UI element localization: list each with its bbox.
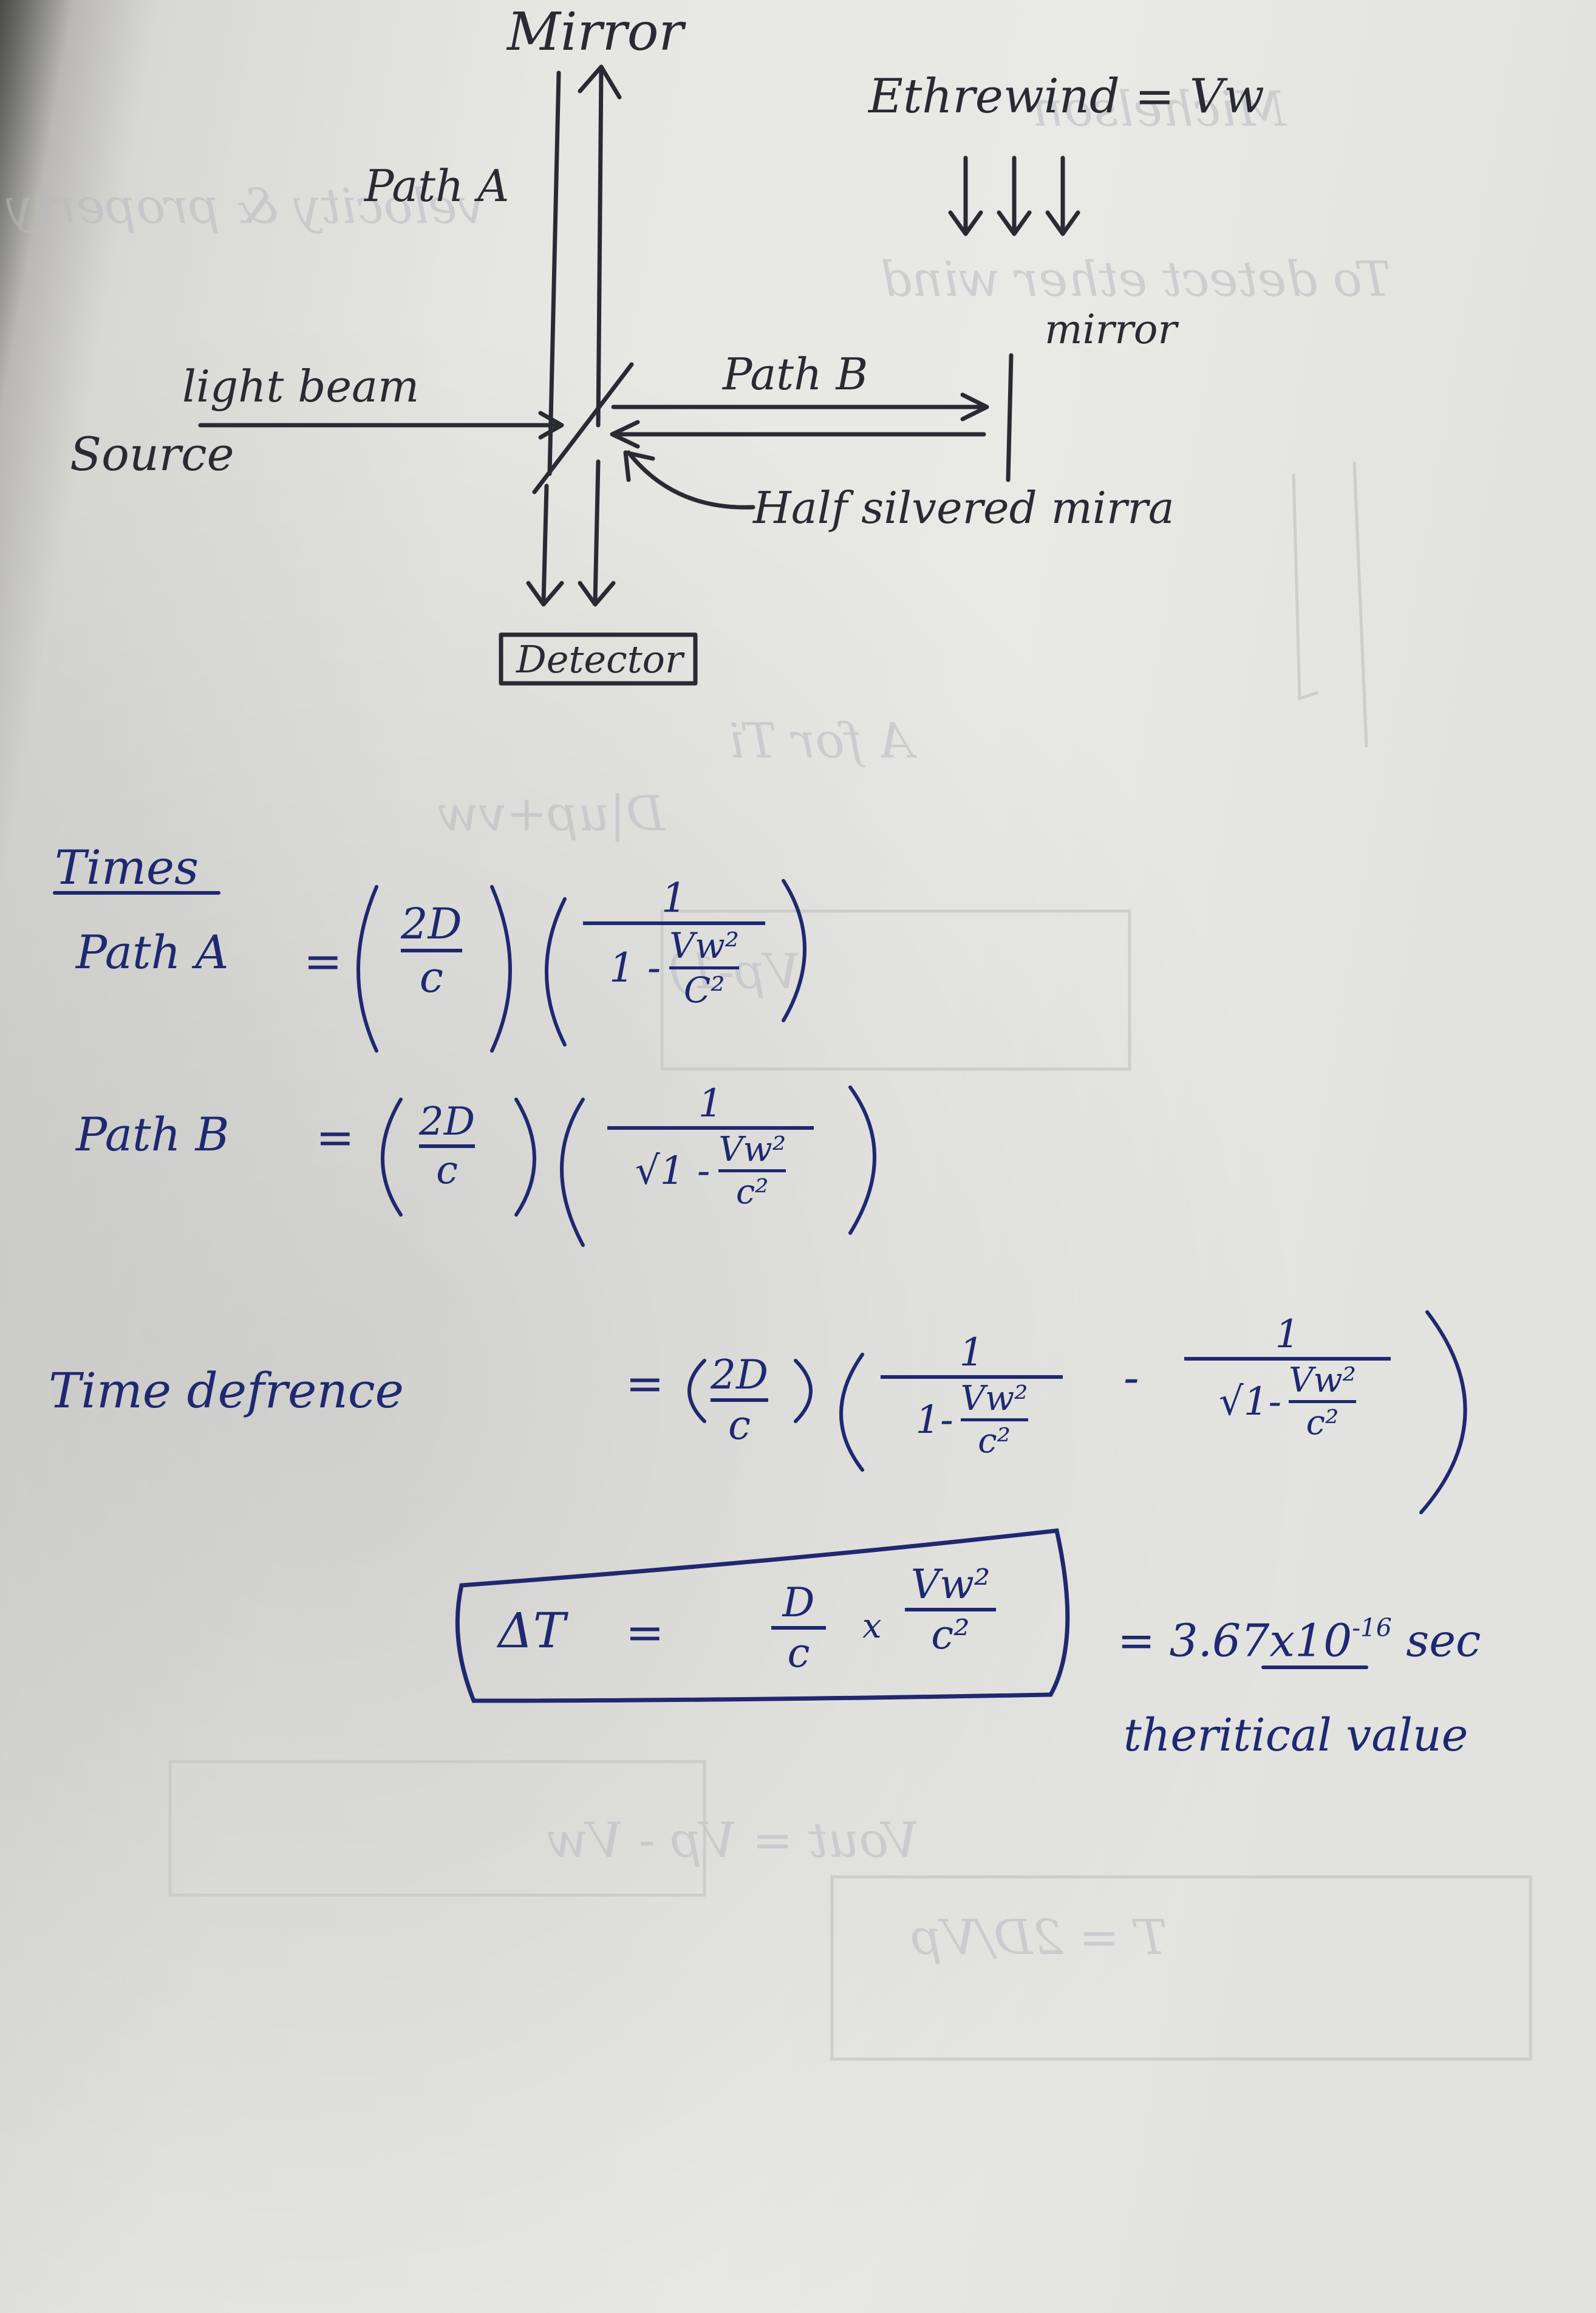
paren-right bbox=[490, 885, 512, 1053]
numerator: 1 bbox=[1275, 1312, 1300, 1357]
bleed-box bbox=[168, 1760, 706, 1897]
paren-left bbox=[356, 885, 378, 1053]
right-mirror-line bbox=[1006, 353, 1014, 482]
paren-right bbox=[514, 1098, 536, 1217]
ether-arrow-icon bbox=[1045, 210, 1080, 236]
path-a-down-beam bbox=[596, 64, 604, 428]
numeric-mantissa: = 3.67x10 bbox=[1117, 1614, 1352, 1667]
result-box bbox=[455, 1528, 1070, 1703]
bleed-box bbox=[830, 1875, 1532, 2061]
bleed-box bbox=[660, 909, 1131, 1071]
path-a-up-beam bbox=[547, 70, 561, 476]
time-difference-fraction-1: 2D c bbox=[711, 1351, 768, 1449]
denominator: C² bbox=[683, 969, 725, 1011]
paren-left bbox=[545, 897, 567, 1047]
numeric-unit: sec bbox=[1406, 1614, 1481, 1667]
mirror-top-label: Mirror bbox=[507, 2, 684, 63]
half-silvered-label: Half silvered mirra bbox=[753, 482, 1175, 533]
numerator: Vw² bbox=[960, 1379, 1028, 1418]
numerator: Vw² bbox=[1289, 1361, 1356, 1400]
time-difference-term-1: 1 1- Vw² c² bbox=[881, 1330, 1063, 1461]
path-b-label: Path B bbox=[723, 349, 868, 400]
bleed-mark bbox=[1352, 461, 1368, 748]
numerator: Vw² bbox=[910, 1561, 991, 1608]
path-b-equals: = bbox=[316, 1110, 355, 1164]
result-fraction-2: Vw² c² bbox=[905, 1561, 996, 1658]
numerator: Vw² bbox=[718, 1130, 786, 1169]
arrowhead-right-icon bbox=[960, 392, 989, 422]
mirror-right-label: mirror bbox=[1045, 306, 1178, 353]
den-prefix: √1- bbox=[1219, 1379, 1282, 1424]
result-fraction-1: D c bbox=[771, 1579, 826, 1676]
arrowhead-down-icon bbox=[526, 581, 564, 607]
numerator: 2D bbox=[711, 1351, 768, 1398]
time-difference-term-2: 1 √1- Vw² c² bbox=[1184, 1312, 1391, 1443]
beam-to-detector-right bbox=[593, 459, 601, 604]
numerator: D bbox=[782, 1579, 815, 1626]
paren-left bbox=[560, 1098, 585, 1247]
numerator: 2D bbox=[419, 1099, 476, 1144]
numerator: 1 bbox=[661, 875, 687, 921]
paren-right bbox=[1419, 1310, 1467, 1514]
half-silvered-mirror-line bbox=[532, 362, 634, 494]
result-equals: = bbox=[626, 1605, 664, 1659]
path-a-fraction-1: 2D c bbox=[401, 899, 462, 1002]
path-b-fraction-2: 1 √1 - Vw² c² bbox=[607, 1081, 814, 1212]
denominator: c² bbox=[978, 1421, 1011, 1461]
den-prefix: 1 - bbox=[609, 945, 661, 991]
source-label: Source bbox=[70, 427, 234, 481]
denominator: c bbox=[436, 1148, 458, 1193]
den-prefix: √1 - bbox=[635, 1148, 711, 1194]
detector-box bbox=[499, 632, 698, 686]
path-a-fraction-2: 1 1 - Vw² C² bbox=[583, 875, 765, 1011]
path-a-equals: = bbox=[304, 934, 343, 988]
arrowhead-down-icon bbox=[578, 581, 616, 607]
paren-right bbox=[782, 879, 807, 1022]
path-b-fraction-1: 2D c bbox=[419, 1099, 476, 1193]
arrowhead-left-icon bbox=[610, 420, 640, 449]
paren-left bbox=[839, 1353, 864, 1472]
path-b-eq-label: Path B bbox=[76, 1107, 230, 1161]
numerator: 1 bbox=[959, 1330, 984, 1375]
denominator: c bbox=[787, 1630, 810, 1676]
time-difference-equals: = bbox=[626, 1356, 664, 1410]
light-beam-label: light beam bbox=[182, 361, 420, 412]
denominator: c² bbox=[931, 1611, 970, 1658]
denominator: c² bbox=[735, 1172, 769, 1212]
bleed-mark bbox=[1292, 473, 1318, 701]
ether-arrow-icon bbox=[997, 210, 1032, 236]
result-lhs: ΔT bbox=[498, 1602, 566, 1659]
paren-left bbox=[381, 1098, 403, 1217]
beam-to-detector-left bbox=[541, 483, 549, 604]
arrowhead-up-icon bbox=[578, 64, 622, 100]
denominator: c bbox=[728, 1402, 751, 1449]
ether-arrow-icon bbox=[948, 210, 983, 236]
numeric-exponent: -16 bbox=[1352, 1613, 1392, 1642]
paren-right bbox=[794, 1359, 813, 1423]
pointer-arrowhead-icon bbox=[623, 450, 655, 482]
path-a-label: Path A bbox=[364, 160, 510, 211]
den-prefix: 1- bbox=[915, 1397, 953, 1443]
denominator: c² bbox=[1306, 1403, 1339, 1443]
numeric-value: = 3.67x10-16 sec bbox=[1117, 1616, 1481, 1664]
ether-wind-label: Ethrewind = Vw bbox=[868, 69, 1264, 124]
time-difference-label: Time defrence bbox=[49, 1362, 404, 1419]
path-a-eq-label: Path A bbox=[76, 925, 229, 979]
value-label: theritical value bbox=[1124, 1709, 1468, 1761]
pointer-line bbox=[626, 450, 755, 510]
denominator: c bbox=[419, 952, 443, 1002]
numerator: Vw² bbox=[669, 925, 740, 966]
numerator: 2D bbox=[401, 899, 462, 949]
paren-left bbox=[687, 1359, 706, 1423]
paren-right bbox=[848, 1085, 876, 1235]
result-times: x bbox=[862, 1607, 882, 1646]
detector-label: Detector bbox=[516, 637, 683, 682]
arrowhead-right-icon bbox=[538, 411, 564, 440]
times-heading: Times bbox=[55, 841, 199, 895]
numerator: 1 bbox=[698, 1081, 723, 1126]
time-difference-minus: - bbox=[1124, 1350, 1139, 1404]
